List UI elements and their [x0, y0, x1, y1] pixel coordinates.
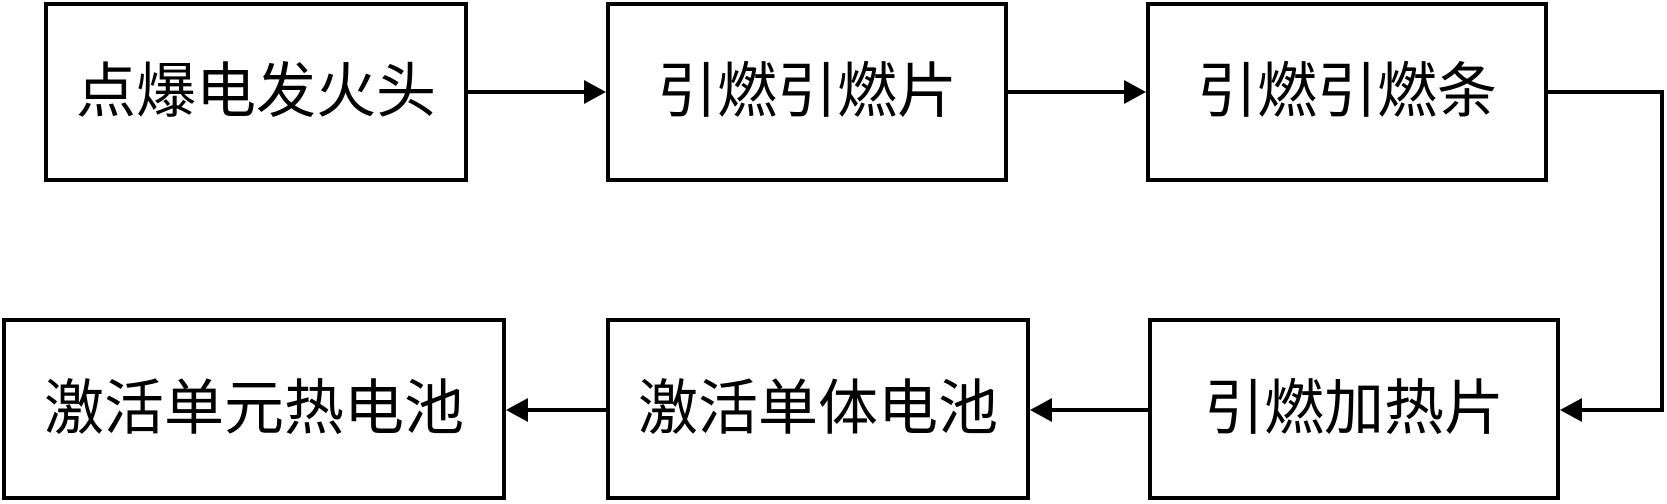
arrow-ignition-strip-to-heating-sheet — [1548, 90, 1664, 412]
node-detonator: 点爆电发火头 — [44, 2, 468, 182]
node-label: 激活单体电池 — [638, 374, 998, 444]
arrowhead — [1560, 398, 1582, 422]
node-label: 引燃加热片 — [1204, 374, 1504, 444]
node-label: 点爆电发火头 — [76, 57, 436, 127]
arrowhead — [1124, 80, 1146, 104]
node-activate-single-cell: 激活单体电池 — [606, 318, 1030, 500]
node-label: 引燃引燃条 — [1197, 57, 1497, 127]
node-activate-unit-thermal-battery: 激活单元热电池 — [2, 318, 506, 500]
arrowhead — [506, 398, 528, 422]
arrowhead — [1030, 398, 1052, 422]
node-ignition-heating-sheet: 引燃加热片 — [1148, 318, 1560, 500]
arrowhead — [584, 80, 606, 104]
node-ignition-strip: 引燃引燃条 — [1146, 2, 1548, 182]
node-label: 激活单元热电池 — [44, 374, 464, 444]
node-ignition-sheet: 引燃引燃片 — [606, 2, 1008, 182]
node-label: 引燃引燃片 — [657, 57, 957, 127]
